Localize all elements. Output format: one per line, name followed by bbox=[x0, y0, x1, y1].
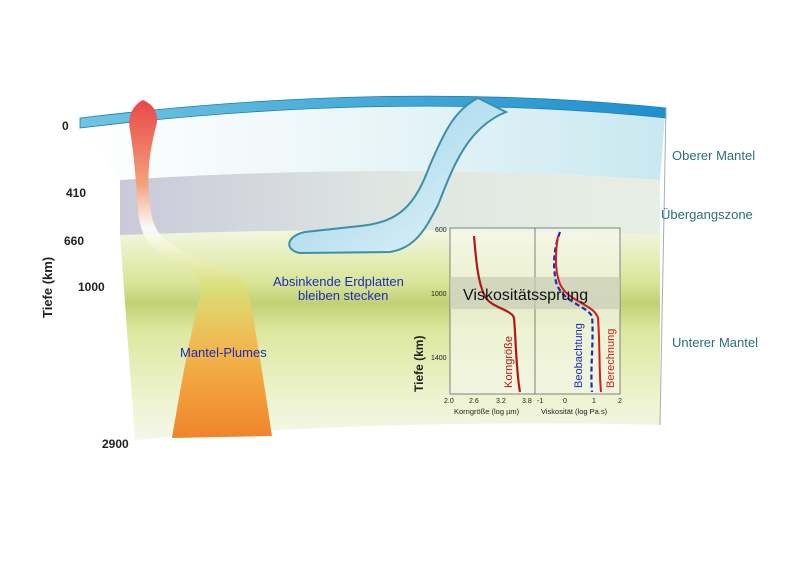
transition-zone-region bbox=[120, 171, 660, 235]
grain-axis-label: Korngröße (log µm) bbox=[454, 407, 520, 416]
visc-axis-label: Viskosität (log Pa.s) bbox=[541, 407, 608, 416]
observation-curve-label: Beobachtung bbox=[573, 323, 585, 388]
visc-xtick-2: 1 bbox=[592, 398, 596, 405]
grain-xtick-3: 3.8 bbox=[522, 398, 532, 405]
zone-label-upper: Oberer Mantel bbox=[672, 148, 755, 163]
inset-ytick-1000: 1000 bbox=[431, 291, 447, 298]
mantle-right-edge bbox=[659, 107, 667, 426]
visc-xtick-3: 2 bbox=[618, 398, 622, 405]
slab-annotation-line2: bleiben stecken bbox=[298, 288, 388, 303]
subducting-slab bbox=[288, 96, 509, 255]
calculation-curve bbox=[554, 235, 602, 393]
grain-size-curve bbox=[472, 235, 522, 393]
depth-label-660: 660 bbox=[64, 234, 84, 248]
depth-axis-title: Tiefe (km) bbox=[40, 257, 55, 318]
depth-label-1000: 1000 bbox=[78, 280, 105, 294]
inset-ytick-600: 600 bbox=[435, 227, 447, 234]
grain-xtick-0: 2.0 bbox=[444, 398, 454, 405]
upper-mantle-region bbox=[80, 102, 665, 180]
grain-xtick-1: 2.6 bbox=[469, 398, 479, 405]
depth-label-0: 0 bbox=[62, 119, 69, 133]
zone-label-transition: Übergangszone bbox=[661, 207, 753, 222]
inset-y-title: Tiefe (km) bbox=[412, 336, 426, 392]
grain-xtick-2: 3.2 bbox=[496, 398, 506, 405]
calculation-curve-label: Berechnung bbox=[605, 329, 617, 388]
plume-stem bbox=[129, 100, 272, 438]
depth-label-410: 410 bbox=[66, 186, 86, 200]
depth-label-2900: 2900 bbox=[102, 437, 129, 451]
viscosity-inset: Viskositätssprung Korngröße Beobachtung … bbox=[412, 227, 622, 416]
inset-ytick-1400: 1400 bbox=[431, 355, 447, 362]
inset-jump-band bbox=[450, 277, 620, 309]
observation-curve bbox=[553, 231, 594, 393]
plume-annotation: Mantel-Plumes bbox=[180, 345, 267, 360]
zone-label-lower: Unterer Mantel bbox=[672, 335, 758, 350]
slab-annotation-line1: Absinkende Erdplatten bbox=[273, 274, 404, 289]
inset-title: Viskositätssprung bbox=[463, 287, 588, 304]
visc-xtick-1: 0 bbox=[563, 398, 567, 405]
grain-curve-label: Korngröße bbox=[503, 336, 515, 388]
visc-xtick-0: -1 bbox=[537, 398, 543, 405]
